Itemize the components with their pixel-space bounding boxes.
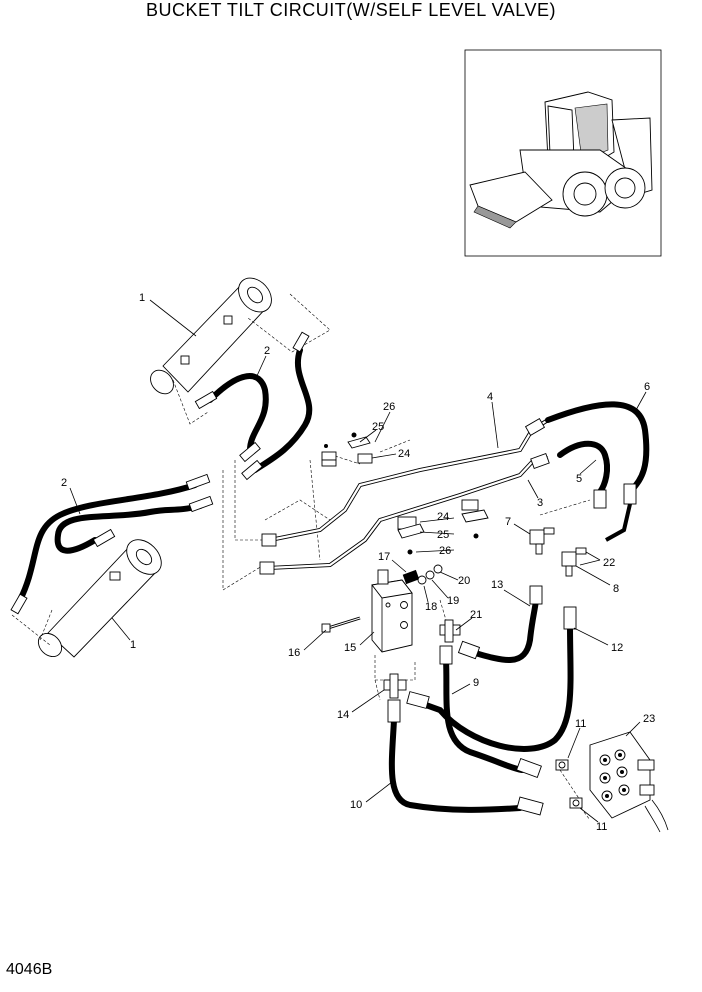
callout-11-lower: 11: [596, 821, 607, 833]
bolt-16: [321, 616, 361, 633]
loader-inset: [464, 49, 662, 257]
self-level-valve: [371, 569, 413, 653]
page-code: 4046B: [6, 961, 53, 978]
hose-2-upper: [194, 331, 313, 481]
steel-tube-3: [267, 456, 549, 570]
callout-24-lower: 24: [437, 511, 449, 523]
callout-25-lower: 25: [437, 529, 449, 541]
hose-6: [545, 401, 650, 542]
plug-20: [433, 564, 443, 574]
callout-22: 22: [603, 557, 615, 569]
callout-25-upper: 25: [372, 421, 384, 433]
callout-8: 8: [613, 583, 619, 595]
valve-cartridge-17: [402, 569, 420, 585]
fitting-7: [529, 527, 555, 555]
callout-5: 5: [576, 473, 582, 485]
tee-fitting-14: [383, 673, 407, 699]
callout-11-upper: 11: [575, 718, 586, 730]
hose-10: [387, 699, 544, 816]
tube-4-fitting: [261, 533, 277, 547]
callout-17: 17: [378, 551, 390, 563]
tee-fitting-21: [439, 619, 461, 643]
adapter-11-lower: [569, 797, 583, 809]
callout-1-upper: 1: [139, 292, 145, 304]
tube-3-fitting: [259, 561, 275, 575]
callout-24-upper: 24: [398, 448, 410, 460]
tilt-cylinder-upper: [150, 277, 272, 395]
callout-2-lower: 2: [61, 477, 67, 489]
callout-21: 21: [470, 609, 482, 621]
leader-lines: [69, 299, 647, 823]
fitting-8: [561, 547, 587, 577]
hose-9: [439, 645, 542, 778]
callout-23: 23: [643, 713, 655, 725]
callout-6: 6: [644, 381, 650, 393]
callout-9: 9: [473, 677, 479, 689]
callout-18: 18: [425, 601, 437, 613]
seal-19: [425, 570, 435, 580]
hose-5: [557, 440, 611, 509]
hose-13: [457, 585, 543, 663]
callout-labels: 1 2 2 1 26 25 24 4 6 5 3 24 25 26 7 22 8…: [61, 292, 655, 833]
control-valve-23: [589, 731, 669, 833]
callout-2-upper: 2: [264, 345, 270, 357]
callout-26-upper: 26: [383, 401, 395, 413]
callout-14: 14: [337, 709, 349, 721]
callout-20: 20: [458, 575, 470, 587]
adapter-11-upper: [555, 759, 569, 771]
callout-7: 7: [505, 516, 511, 528]
clamp-upper: [321, 432, 373, 467]
clamp-lower: [397, 499, 489, 555]
skid-steer-loader-image: [469, 91, 653, 229]
callout-19: 19: [447, 595, 459, 607]
hose-2-lower: [10, 473, 214, 615]
callout-12: 12: [611, 642, 623, 654]
callout-15: 15: [344, 642, 356, 654]
tilt-cylinder-lower: [37, 539, 162, 658]
seal-18: [417, 575, 427, 585]
callout-3: 3: [537, 497, 543, 509]
callout-13: 13: [491, 579, 503, 591]
callout-10: 10: [350, 799, 362, 811]
callout-4: 4: [487, 391, 493, 403]
hose-12: [406, 606, 577, 752]
callout-26-lower: 26: [439, 545, 451, 557]
page-title: BUCKET TILT CIRCUIT(W/SELF LEVEL VALVE): [146, 0, 556, 20]
callout-16: 16: [288, 647, 300, 659]
callout-1-lower: 1: [130, 639, 136, 651]
